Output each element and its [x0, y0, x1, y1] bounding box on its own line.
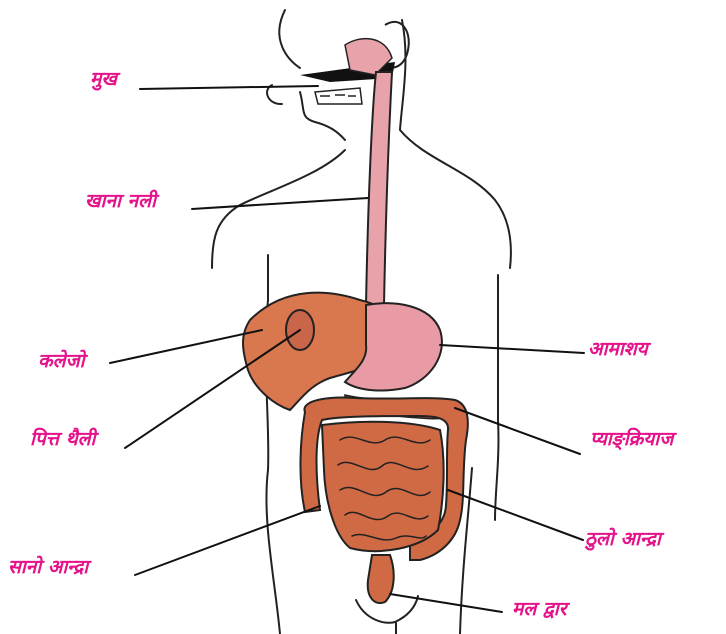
leader-line-esophagus — [192, 198, 368, 209]
rectum-organ — [368, 555, 394, 603]
leader-line-anus — [390, 594, 502, 612]
label-liver: कलेजो — [38, 352, 85, 371]
leader-line-mouth — [140, 86, 318, 89]
label-anus: मल द्वार — [512, 600, 566, 619]
leader-line-stomach — [440, 345, 584, 353]
label-esophagus: खाना नली — [85, 192, 156, 211]
label-mouth: मुख — [90, 70, 117, 89]
label-gallbladder: पित्त थैली — [30, 430, 95, 449]
leader-line-pancreas — [455, 408, 580, 454]
esophagus-organ — [366, 72, 392, 305]
label-stomach: आमाशय — [588, 340, 648, 359]
label-small-intestine: सानो आन्द्रा — [8, 558, 88, 577]
label-pancreas: प्याङ्क्रियाज — [590, 430, 673, 449]
leader-line-liver — [110, 330, 262, 363]
label-large-intestine: ठुलो आन्द्रा — [585, 530, 661, 549]
leader-line-small-intestine — [135, 506, 320, 575]
